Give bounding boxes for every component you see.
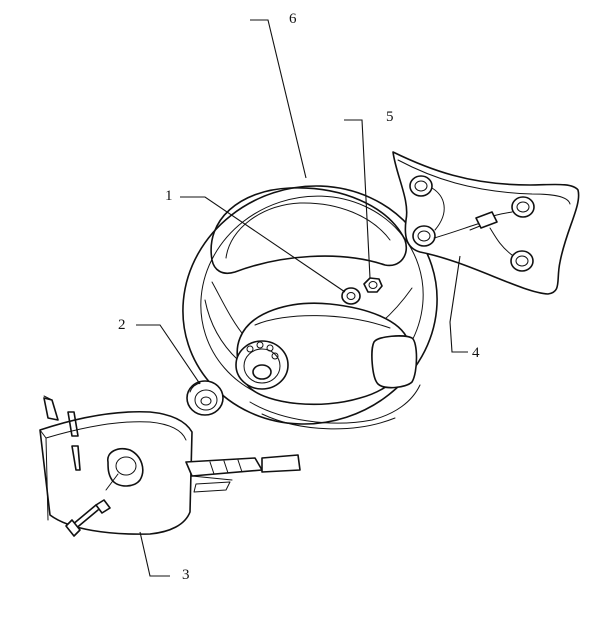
steering-wheel xyxy=(182,185,438,430)
callout-1: 1 xyxy=(165,188,173,204)
steering-collar xyxy=(186,380,224,416)
column-shroud xyxy=(39,395,301,537)
leader-lines xyxy=(136,19,468,577)
nut xyxy=(363,277,383,293)
callout-3: 3 xyxy=(182,567,190,583)
horn-pad xyxy=(392,151,580,295)
callout-5: 5 xyxy=(386,109,394,125)
callout-6: 6 xyxy=(289,11,297,27)
washer xyxy=(341,287,361,305)
callout-2: 2 xyxy=(118,317,126,333)
callout-4: 4 xyxy=(472,345,480,361)
